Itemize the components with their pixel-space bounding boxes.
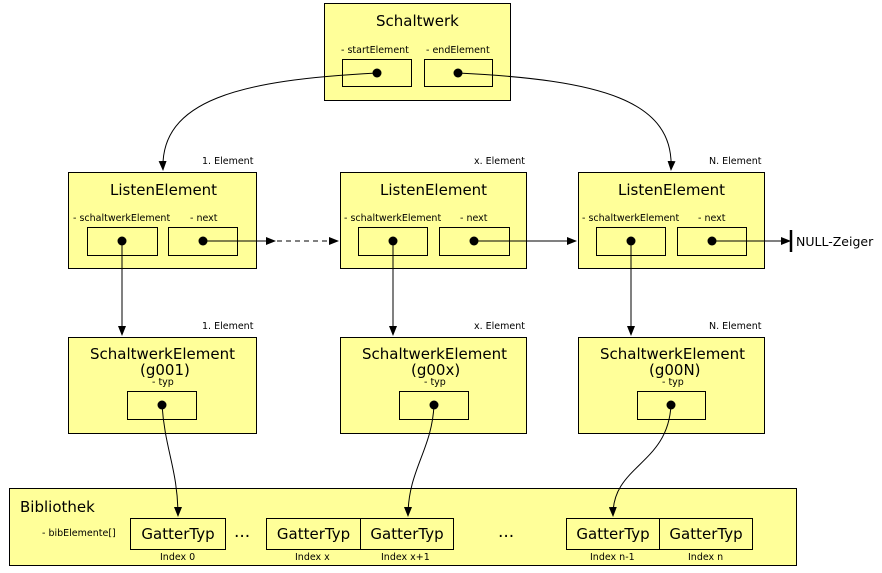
schaltwerk-box [324,3,511,101]
schaltwerk-element-caption-n: N. Element [709,321,762,332]
schaltwerk-element-n [578,337,765,434]
schaltwerk-element-1 [68,337,257,434]
end-element-dot [453,68,463,78]
typ-pointer-x [404,404,435,517]
listen-element-x [340,172,527,269]
listen-1-next-dot [198,236,208,246]
schaltwerk-element-n-typ-label: - typ [662,377,684,388]
schaltwerk-element-n-typ-slot [637,391,706,420]
index-label-x-plus-1: Index x+1 [381,552,430,563]
index-label-x: Index x [295,552,330,563]
index-label-n: Index n [688,552,724,563]
listen-x-schaltwerk-dot [388,236,398,246]
listen-element-1-schaltwerk-label: - schaltwerkElement [73,213,171,224]
schaltwerk-element-n-title: SchaltwerkElement [600,345,745,363]
schaltwerk-element-x-typ-slot [399,391,469,420]
schaltwerk-element-caption-1: 1. Element [202,321,254,332]
listen-element-x-title: ListenElement [380,181,488,199]
index-label-0: Index 0 [160,552,196,563]
bibliothek-title: Bibliothek [20,498,95,516]
start-element-label: - startElement [341,45,409,56]
listen-n-next-dot [707,236,717,246]
index-label-n-minus-1: Index n-1 [590,552,635,563]
start-element-dot [372,68,382,78]
gattertyp-index-0: GatterTyp [130,518,226,550]
schaltwerk-element-x-id: (g00x) [411,361,461,379]
schaltwerk-element-1-id: (g001) [140,361,190,379]
start-element-pointer [158,72,378,171]
typ-pointer-1 [161,404,182,517]
list-caption-n: N. Element [709,156,762,167]
schaltwerk-element-x-title: SchaltwerkElement [362,345,507,363]
schaltwerk-element-x-typ-label: - typ [424,377,446,388]
end-element-pointer [457,72,676,171]
schaltwerk-element-1-typ-slot [127,391,197,420]
start-element-slot [342,59,412,87]
typ-n-dot [666,400,676,410]
listen-element-x-schaltwerk-label: - schaltwerkElement [344,213,442,224]
listen-element-n [578,172,765,269]
listen-1-schaltwerk-dot [117,236,127,246]
listen-element-1-title: ListenElement [110,181,218,199]
typ-1-dot [157,400,167,410]
listen-x-next-dot [469,236,479,246]
schaltwerk-element-1-title: SchaltwerkElement [90,345,235,363]
listen-element-1-next-label: - next [190,213,218,224]
listen-element-x-next-label: - next [460,213,488,224]
typ-x-dot [429,400,439,410]
bib-elemente-label: - bibElemente[] [42,528,116,539]
typ-pointer-n [608,404,672,517]
list-caption-x: x. Element [474,156,525,167]
schaltwerk-element-1-typ-label: - typ [152,377,174,388]
listen-n-schaltwerk-dot [626,236,636,246]
schaltwerk-title: Schaltwerk [376,12,459,30]
schaltwerk-element-n-id: (g00N) [649,361,701,379]
end-element-label: - endElement [426,45,490,56]
schaltwerk-element-x [340,337,527,434]
listen-element-n-title: ListenElement [618,181,726,199]
schaltwerk-element-caption-x: x. Element [474,321,525,332]
list-caption-1: 1. Element [202,156,254,167]
bibliothek-box [9,488,797,566]
gattertyp-index-n: GatterTyp [659,518,753,550]
listen-element-n-schaltwerk-label: - schaltwerkElement [582,213,680,224]
listen-element-1 [68,172,257,269]
gattertyp-index-x-plus-1: GatterTyp [360,518,454,550]
listen-element-n-next-label: - next [698,213,726,224]
end-element-slot [424,59,493,87]
null-pointer-label: NULL-Zeiger [796,234,874,249]
ellipsis-2: ... [498,522,515,542]
ellipsis-1: ... [234,522,251,542]
